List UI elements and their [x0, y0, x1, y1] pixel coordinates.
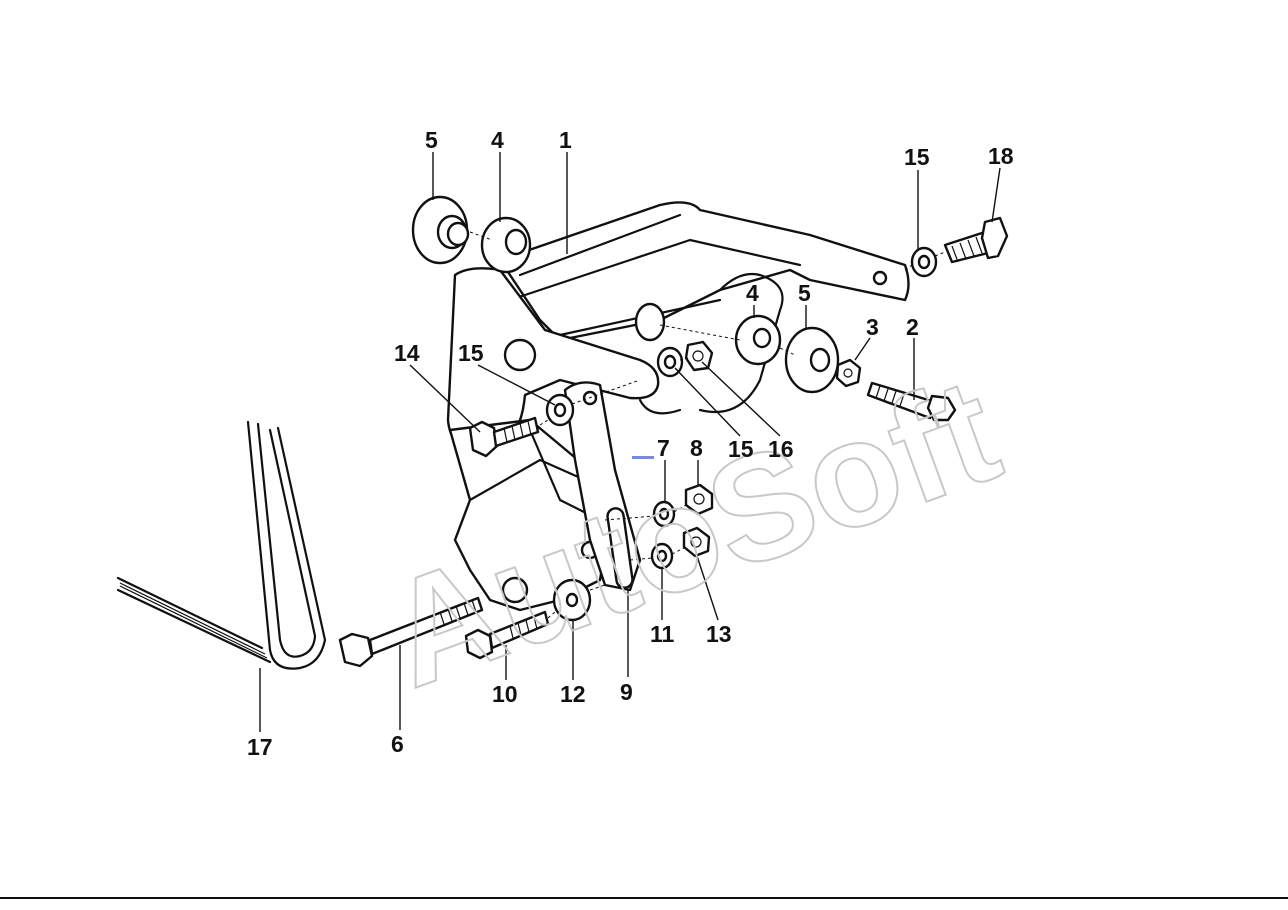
marker-tick	[632, 456, 654, 459]
callout-9: 9	[620, 679, 633, 705]
bolt-part-18	[943, 216, 1009, 264]
washer-part-12	[552, 578, 592, 622]
callout-12: 12	[560, 681, 586, 707]
rubber-mount-part-5-top	[411, 195, 470, 265]
v-belt-part-17	[116, 420, 327, 670]
rubber-mount-part-5-mid	[784, 326, 840, 394]
callout-7: 7	[657, 435, 670, 461]
nut-part-16	[684, 340, 714, 372]
callout-17: 17	[247, 734, 273, 760]
callout-3: 3	[866, 314, 879, 340]
adjusting-bracket-part-9	[563, 381, 642, 592]
callout-15-left: 15	[458, 340, 484, 366]
callout-5-top: 5	[425, 127, 438, 153]
callout-5-mid: 5	[798, 280, 811, 306]
bolt-part-10	[464, 610, 550, 660]
callout-4-mid: 4	[746, 280, 759, 306]
bushing-part-4-top	[480, 216, 532, 274]
callout-4-top: 4	[491, 127, 504, 153]
washer-part-15-left	[545, 393, 575, 427]
washer-part-15-top	[910, 246, 938, 278]
leader-lines	[259, 152, 1001, 732]
callout-11: 11	[650, 621, 675, 647]
assembly-lines	[469, 231, 946, 619]
nut-part-3	[835, 358, 862, 388]
callout-18: 18	[988, 143, 1014, 169]
callout-1: 1	[559, 127, 572, 153]
bolt-part-14	[468, 416, 540, 458]
callout-15-top: 15	[904, 144, 930, 170]
main-bracket-part-1	[446, 201, 910, 612]
callout-6: 6	[391, 731, 404, 757]
callout-10: 10	[492, 681, 518, 707]
nut-part-13	[682, 526, 711, 558]
callout-15-mid: 15	[728, 436, 754, 462]
callout-2: 2	[906, 314, 919, 340]
callout-13: 13	[706, 621, 732, 647]
callout-8: 8	[690, 435, 703, 461]
washer-part-7	[652, 500, 676, 528]
bushing-part-4-mid	[734, 314, 782, 366]
callout-16: 16	[768, 436, 794, 462]
bolt-part-6	[338, 596, 484, 668]
callout-14: 14	[394, 340, 420, 366]
